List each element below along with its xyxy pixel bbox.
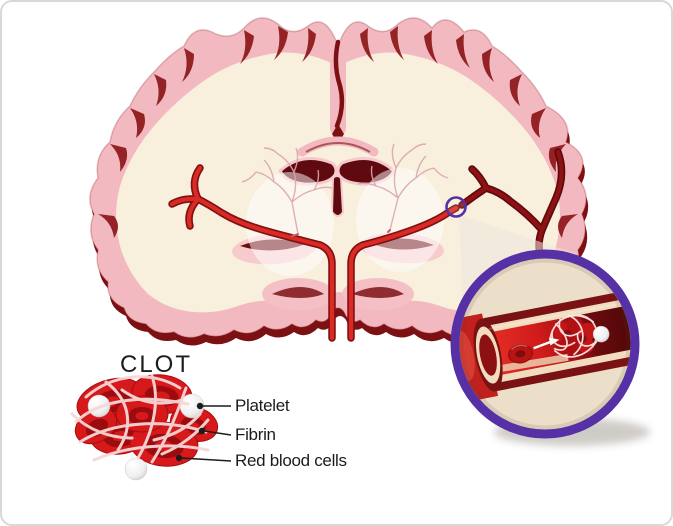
blood-clot-in-vessel — [549, 314, 610, 358]
clot-title: CLOT — [120, 351, 193, 378]
platelets — [87, 393, 205, 481]
cerebral-arteries — [168, 148, 566, 342]
capillary-tree-right — [356, 143, 449, 272]
label-fibrin: Fibrin — [235, 425, 276, 444]
label-platelet: Platelet — [235, 396, 290, 415]
temporal-structures — [262, 278, 414, 310]
red-blood-cells-cluster — [74, 374, 219, 467]
vessel-cut-face — [473, 318, 503, 392]
leader-lines — [175, 402, 232, 462]
label-red-blood-cells: Red blood cells — [235, 451, 347, 470]
clot-location-marker — [445, 196, 467, 218]
capillary-tree-left — [241, 147, 334, 276]
corpus-callosum — [297, 136, 379, 157]
fibrin-strands — [70, 374, 210, 464]
red-blood-cell — [508, 344, 533, 364]
vessel-illustration — [459, 258, 631, 430]
interhemispheric-fissure — [330, 39, 346, 144]
clot-illustration — [70, 374, 219, 481]
magnifier-inset — [450, 249, 650, 446]
sulci-grooves — [98, 26, 578, 238]
middle-cerebral-artery — [169, 165, 459, 341]
platelet-in-vessel — [592, 325, 610, 343]
